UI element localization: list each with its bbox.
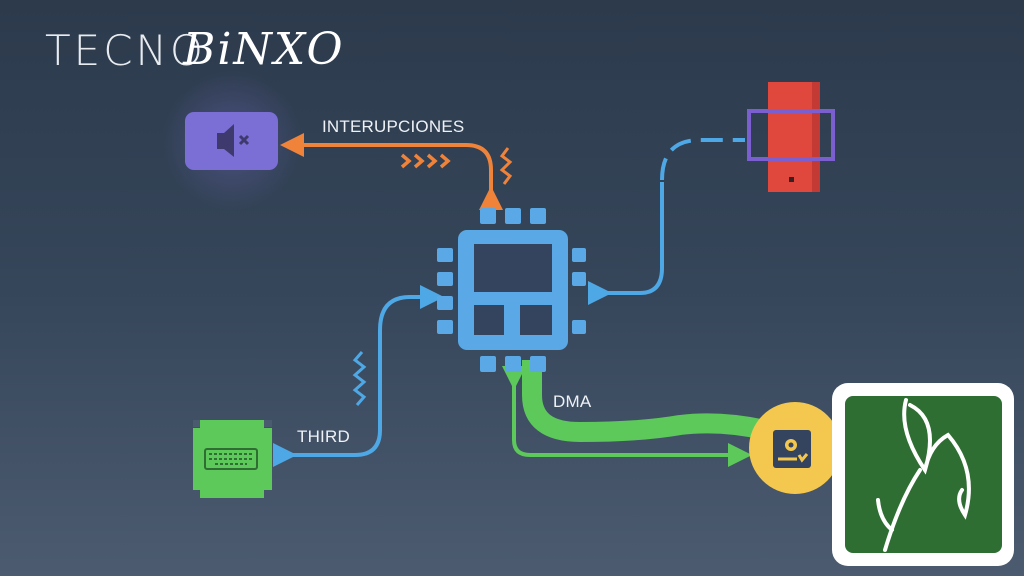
bus-arrow-left	[273, 285, 444, 467]
dma-arrow	[502, 360, 768, 467]
hard-disk-icon[interactable]	[749, 402, 841, 494]
red-device-icon[interactable]	[747, 82, 835, 192]
interrupt-arrow	[280, 133, 513, 210]
bus-arrow-right	[588, 138, 745, 305]
third-label: THIRD	[297, 427, 350, 446]
speaker-muted-icon[interactable]	[185, 112, 278, 170]
brand-logo-icon	[832, 383, 1014, 566]
dma-label: DMA	[553, 392, 592, 411]
logo-word-binxo: BiNXO	[183, 24, 345, 75]
interrupts-label: INTERUPCIONES	[322, 117, 465, 136]
cpu-chip-icon[interactable]	[437, 208, 586, 372]
keyboard-icon[interactable]	[193, 420, 272, 498]
logo-word-tecno: TECNO	[45, 26, 206, 75]
